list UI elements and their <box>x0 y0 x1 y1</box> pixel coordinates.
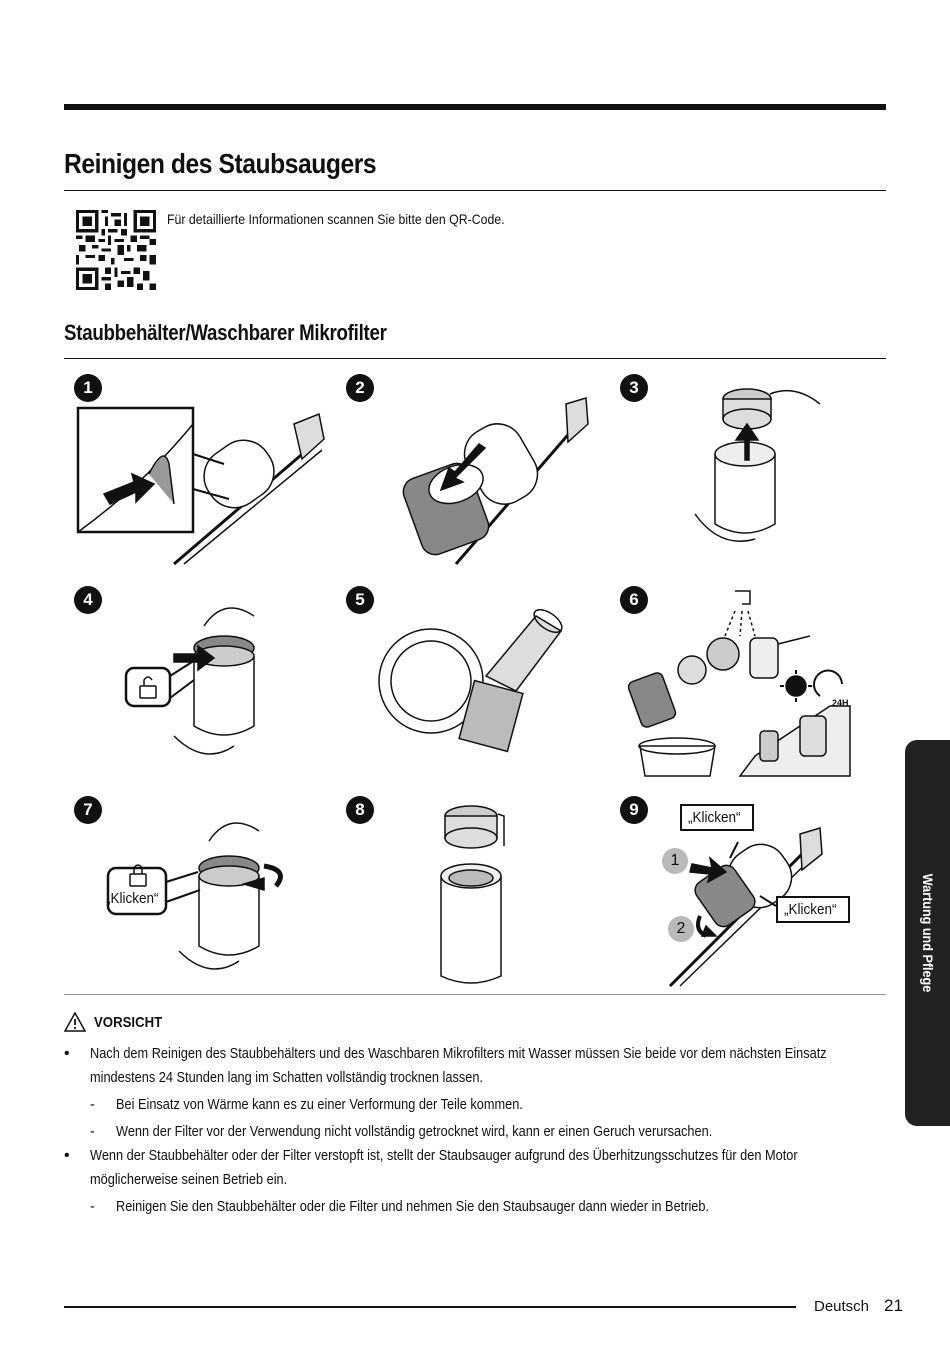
timer-label: 24H <box>832 698 849 708</box>
step-number: 8 <box>346 796 374 824</box>
sub-step-1: 1 <box>662 848 688 874</box>
caution-subitem: Bei Einsatz von Wärme kann es zu einer V… <box>64 1093 864 1117</box>
step-number: 9 <box>620 796 648 824</box>
step-number: 5 <box>346 586 374 614</box>
top-rule <box>64 104 886 110</box>
caution-subitem: Wenn der Filter vor der Verwendung nicht… <box>64 1120 864 1144</box>
step-2-figure: 2 <box>336 364 608 574</box>
title-rule <box>64 190 886 191</box>
footer-language: Deutsch <box>814 1298 870 1315</box>
step-5-figure: 5 <box>336 576 608 786</box>
step-number: 3 <box>620 374 648 402</box>
qr-code <box>76 210 156 290</box>
step-number: 7 <box>74 796 102 824</box>
page-title: Reinigen des Staubsaugers <box>64 148 377 179</box>
click-callout-bottom: „Klicken“ <box>776 896 851 923</box>
warning-icon <box>64 1012 86 1032</box>
step-6-illustration: 24H <box>627 590 851 777</box>
step-8-figure: 8 <box>336 786 608 996</box>
section-rule <box>64 358 886 359</box>
caution-subitem: Reinigen Sie den Staubbehälter oder die … <box>64 1195 864 1219</box>
caution-item: Nach dem Reinigen des Staubbehälters und… <box>64 1042 864 1090</box>
step-1-illustration <box>76 406 325 566</box>
caution-list: Nach dem Reinigen des Staubbehälters und… <box>64 1042 864 1219</box>
footer-rule <box>64 1306 796 1308</box>
step-4-figure: 4 <box>64 576 336 786</box>
figures-rule <box>64 994 886 995</box>
step-number: 4 <box>74 586 102 614</box>
caution-heading: VORSICHT <box>64 1012 172 1032</box>
step-6-figure: 6 24H <box>610 576 882 786</box>
step-1-figure: 1 <box>64 364 336 574</box>
sub-step-2: 2 <box>668 916 694 942</box>
step-number: 6 <box>620 586 648 614</box>
step-9-illustration <box>668 827 823 988</box>
click-callout: „Klicken“ <box>106 890 159 907</box>
step-2-illustration <box>402 397 589 565</box>
section-title: Staubbehälter/Waschbarer Mikrofilter <box>64 320 387 345</box>
step-4-illustration <box>124 607 255 755</box>
step-3-illustration <box>694 388 821 542</box>
step-7-illustration <box>106 822 283 970</box>
step-number: 2 <box>346 374 374 402</box>
caution-item: Wenn der Staubbehälter oder der Filter v… <box>64 1144 864 1192</box>
step-7-figure: 7 „Klicken“ <box>64 786 336 996</box>
chapter-side-tab: Wartung und Pflege <box>905 740 950 1126</box>
step-8-illustration <box>440 805 505 984</box>
step-number: 1 <box>74 374 102 402</box>
step-5-illustration <box>378 608 563 753</box>
qr-note: Für detaillierte Informationen scannen S… <box>167 211 505 227</box>
step-3-figure: 3 <box>610 364 882 574</box>
click-callout-top: „Klicken“ <box>680 804 755 831</box>
step-9-figure: 9 „Klicken“ „Klicken“ 1 2 <box>610 786 882 996</box>
page-number: 21 <box>884 1296 903 1315</box>
